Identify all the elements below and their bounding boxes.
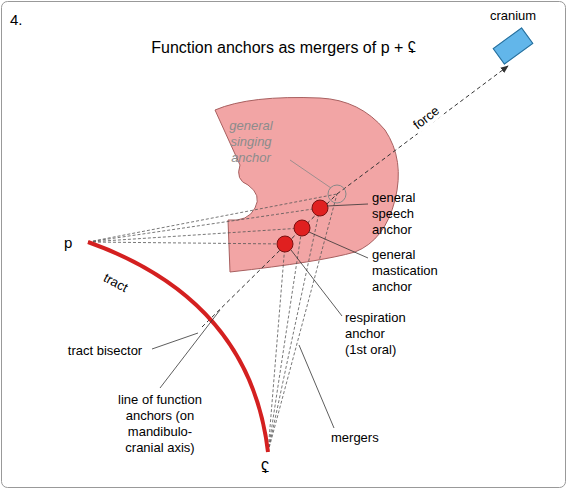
tract-end-label: ʢ	[261, 458, 269, 478]
mastication-anchor-label: general mastication anchor	[372, 247, 452, 295]
diagram-title: Function anchors as mergers of p + ʢ	[0, 38, 567, 58]
merger-lines	[88, 194, 337, 452]
speech-anchor-label: general speech anchor	[372, 190, 442, 238]
respiration-anchor-label: respiration anchor (1st oral)	[345, 310, 407, 358]
figure-number: 4.	[10, 10, 23, 29]
mastication-anchor	[294, 220, 310, 236]
mergers-label: mergers	[331, 430, 379, 446]
anchor-line-label: line of function anchors (on mandibulo-c…	[112, 392, 208, 456]
cranium-node: cranium	[478, 8, 548, 68]
singing-anchor-label: general singing anchor	[211, 118, 291, 166]
respiration-anchor	[277, 236, 293, 252]
tract-bisector-label: tract bisector	[60, 343, 150, 359]
tract-end-label: p	[64, 233, 72, 252]
cranium-box	[493, 27, 534, 64]
anchor-line	[202, 194, 337, 327]
force-arrow	[337, 66, 508, 194]
speech-anchor	[312, 200, 328, 216]
leader-lines	[152, 160, 368, 428]
node-label: cranium	[478, 8, 548, 24]
